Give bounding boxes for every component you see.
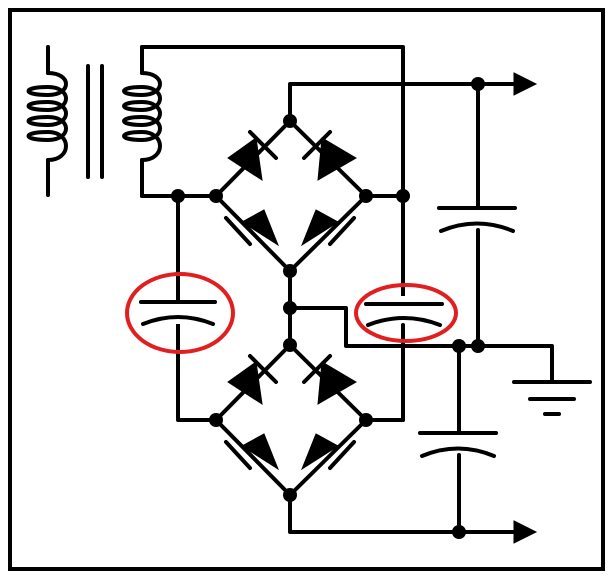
middle-capacitor-icon	[364, 296, 444, 342]
junction-dot	[452, 525, 466, 539]
upper-bridge	[214, 119, 368, 273]
left-capacitor-highlight	[125, 272, 235, 354]
primary-winding	[26, 45, 68, 197]
junction-dot	[283, 114, 297, 128]
diode-icon	[300, 209, 356, 247]
junction-dot	[359, 189, 373, 203]
lower-output-arrow-icon	[513, 520, 538, 544]
diode-icon	[224, 433, 280, 471]
left-capacitor-icon	[139, 300, 218, 326]
diode-icon	[227, 130, 278, 182]
junction-dot	[396, 189, 410, 203]
right-upper-capacitor-icon	[437, 206, 517, 233]
junction-dot	[283, 264, 297, 278]
junction-dot	[359, 413, 373, 427]
junction-dot	[171, 189, 185, 203]
junction-dot	[471, 339, 485, 353]
diode-icon	[227, 354, 278, 406]
transformer-icon	[26, 45, 162, 198]
junction-dot	[452, 339, 466, 353]
diode-icon	[300, 433, 356, 471]
junction-dot	[471, 77, 485, 91]
upper-output-arrow-icon	[513, 72, 538, 96]
junction-dot	[283, 338, 297, 352]
wires	[140, 45, 554, 534]
secondary-winding	[122, 45, 162, 198]
ground-icon	[512, 380, 592, 416]
diode-icon	[302, 354, 357, 405]
junction-dot	[283, 301, 297, 315]
diode-icon	[302, 130, 357, 181]
diode-icon	[224, 209, 280, 247]
diagram-frame	[8, 8, 605, 571]
junction-dot	[209, 413, 223, 427]
middle-capacitor-highlight	[354, 283, 458, 343]
junction-dot	[283, 488, 297, 502]
right-lower-capacitor-icon	[418, 431, 498, 458]
junction-dot	[209, 189, 223, 203]
junction-dots	[171, 77, 485, 539]
lower-bridge	[214, 343, 368, 497]
